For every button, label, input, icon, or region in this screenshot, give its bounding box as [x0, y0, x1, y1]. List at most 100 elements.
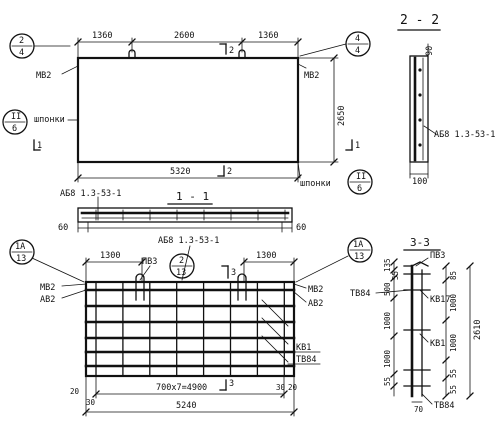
section-3-3-right-dim-1000b: 1000 [449, 333, 458, 352]
cage-dim-tick [82, 258, 90, 266]
section-3-3-dim-tick [442, 262, 450, 270]
section-3-3-right-dim-85: 85 [449, 271, 458, 280]
section-1-1-right-dim: 60 [296, 223, 306, 233]
plan-bubble-mid-left-num: II [11, 112, 21, 122]
section-3-3-dim-tick [390, 266, 398, 274]
plan-lifting-loop [238, 49, 246, 59]
cage-leader [293, 291, 307, 303]
cage-label-right-mv2: МВ2 [308, 285, 323, 295]
section-2-2: 2 - 2 90 100 АБ8 1.3-53-1 [397, 13, 495, 187]
section-3-3-title: 3-3 [410, 236, 430, 249]
cage-outline [84, 280, 296, 378]
cage-left-dim-20: 20 [70, 387, 80, 396]
cage-cut-top-label: 3 [231, 268, 236, 278]
plan-lifting-loop [128, 49, 136, 59]
section-1-1: 1 - 1 АБ8 1.3-53-1 60 60 [58, 189, 306, 233]
section-2-2-mesh-label: АБ8 1.3-53-1 [434, 130, 495, 140]
section-3-3-dim-tick [390, 274, 398, 282]
cage-spacing-dim: 700х7=4900 [156, 383, 207, 393]
section-3-3-dim-tick [390, 332, 398, 340]
plan-dim-top-3: 1360 [258, 31, 278, 41]
cage-mesh-patch [261, 299, 289, 363]
section-2-2-bar-dot [418, 93, 422, 97]
plan-panel-outline [76, 56, 300, 164]
cage-lifting-loop [135, 273, 145, 301]
plan-key-label-left: шпонки [34, 115, 65, 125]
cage-bubble-right-sheet: 13 [354, 252, 364, 262]
plan-dim-tick [330, 54, 338, 62]
plan-cut-top-label: 2 [229, 46, 234, 56]
cage-cut-bottom-label: 3 [229, 379, 234, 389]
section-3-3-dim-tick [442, 276, 450, 284]
plan-bubble-mid-left: II 6 [2, 109, 28, 135]
plan-bubble-bottom-right: II 6 [347, 169, 373, 195]
cage-lifting-loop [237, 273, 247, 301]
plan-view: 1360 2600 1360 2 2 1 1 5320 2650 [2, 31, 373, 195]
cage-dim-top-1: 1300 [100, 251, 120, 261]
section-3-3-right-dim-55b: 55 [449, 385, 458, 394]
plan-width-dim: 5320 [170, 167, 190, 177]
section-3-3-bottom-dim: 70 [414, 405, 424, 414]
cage-leader [139, 265, 151, 281]
section-3-3: 3-3 ПВ3 ТВ84 КВ17 КВ1 ТВ84 135 55 500 10… [350, 236, 483, 414]
cage-bubble-right-num: 1А [353, 240, 363, 250]
section-3-3-dim-tick [390, 258, 398, 266]
section-3-3-right-label-kv1: КВ1 [430, 339, 445, 349]
section-2-2-bar-dot [418, 143, 422, 147]
cage-dim-tick [280, 390, 288, 398]
plan-leader [297, 63, 307, 69]
plan-dim-tick [238, 38, 246, 46]
plan-cut-bottom-label: 2 [227, 167, 232, 177]
section-3-3-dim-tick [390, 382, 398, 390]
cage-bubble-mid-num: 2 [179, 256, 184, 266]
cage-left-dim-30: 30 [86, 398, 96, 407]
cage-rebar-grid [84, 281, 296, 377]
cage-right-dim-20: 20 [288, 383, 298, 392]
cage-total-dim: 5240 [176, 401, 196, 411]
cage-dim-tick [82, 408, 90, 416]
section-3-3-right-dim-55a: 55 [449, 369, 458, 378]
section-3-3-cross-bars [403, 273, 431, 387]
cage-label-left-av2: АВ2 [40, 295, 55, 305]
cage-dim-top-2: 1300 [256, 251, 276, 261]
cage-dim-tick [138, 258, 146, 266]
plan-dim-tick [128, 38, 136, 46]
section-3-3-right-dim-1000a: 1000 [449, 293, 458, 312]
plan-callout-right: МВ2 [304, 71, 319, 81]
section-3-3-right-label-kv17: КВ17 [430, 295, 450, 305]
cage-label-right-av2: АВ2 [308, 299, 323, 309]
section-2-2-outline [409, 55, 429, 163]
section-3-3-overall-dim: 2610 [473, 320, 483, 340]
section-2-2-bar-dot [418, 68, 422, 72]
section-1-1-mesh-label: АБ8 1.3-53-1 [60, 189, 121, 199]
plan-bubble-top-right-num: 4 [355, 34, 360, 44]
section-3-3-dim-tick [466, 392, 474, 400]
cage-dim-tick [92, 390, 100, 398]
section-3-3-dim-tick [466, 262, 474, 270]
section-3-3-leader [419, 333, 429, 343]
section-1-1-bar-marks [95, 209, 286, 221]
plan-bubble-top-left: 2 4 [9, 33, 71, 59]
plan-leader [61, 65, 79, 75]
section-3-3-left-dim-500: 500 [383, 282, 392, 296]
section-1-1-title: 1 - 1 [176, 190, 209, 203]
plan-dim-tick [294, 38, 302, 46]
plan-bubble-bottom-right-sheet: 6 [357, 184, 362, 194]
plan-cut-right-label: 1 [355, 141, 360, 151]
section-3-3-leader [421, 393, 433, 405]
plan-dim-top-2: 2600 [174, 31, 194, 41]
section-3-3-leader [375, 289, 411, 294]
section-3-3-top-hook [403, 261, 429, 267]
section-2-2-top-dim: 90 [425, 46, 435, 56]
cage-label-kv1: КВ1 [296, 343, 311, 353]
section-3-3-left-label: ТВ84 [350, 289, 370, 299]
plan-bubble-top-left-sheet: 4 [19, 48, 24, 58]
plan-bubble-top-right-sheet: 4 [355, 46, 360, 56]
cage-label-pv3: ПВ3 [142, 257, 157, 267]
cage-mesh-leader [181, 245, 191, 281]
plan-cut-left-label: 1 [37, 141, 42, 151]
cage-mesh-label: АБ8 1.3-53-1 [158, 236, 219, 246]
section-3-3-top-label: ПВ3 [430, 251, 445, 261]
section-3-3-dim-tick [442, 316, 450, 324]
